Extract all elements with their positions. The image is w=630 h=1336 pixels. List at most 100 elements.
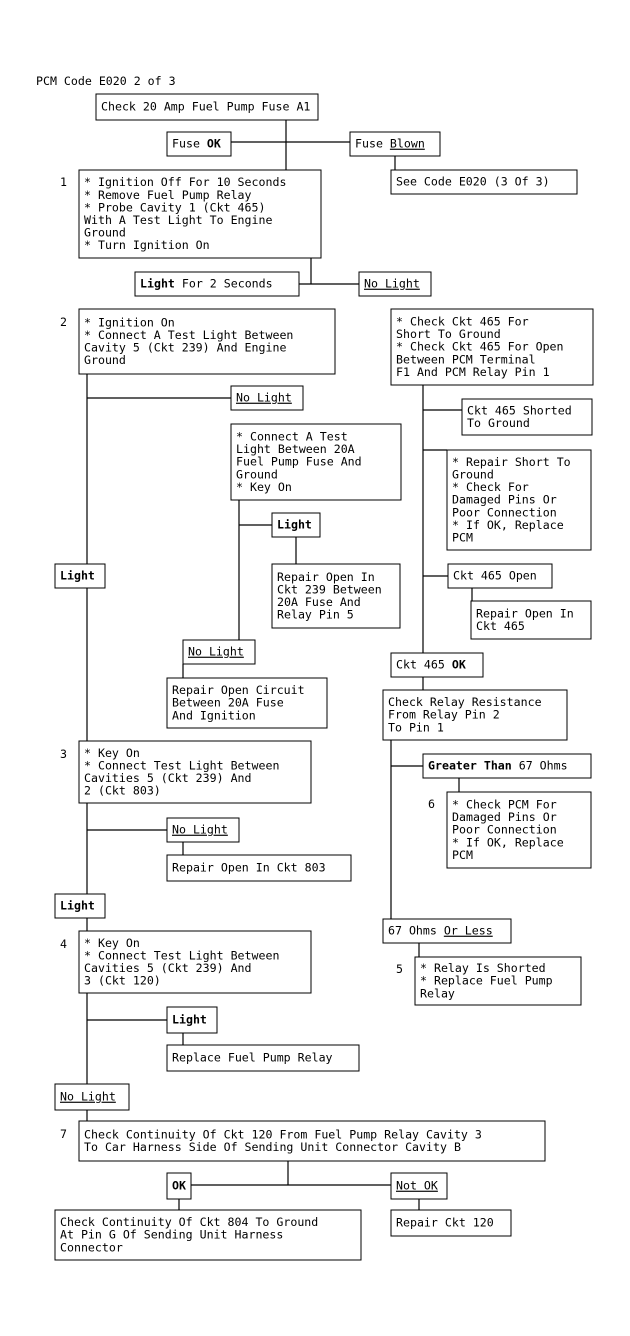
box-text-line: F1 And PCM Relay Pin 1 [396, 365, 550, 379]
box-text-line: Light [60, 569, 95, 583]
box-text-line: Poor Connection [452, 505, 557, 519]
box-greater-67: Greater Than 67 Ohms [422, 753, 592, 779]
box-frame [54, 1083, 130, 1111]
step-number-3: 3 [60, 747, 67, 761]
box-text-line: Ckt 465 Shorted [467, 403, 572, 417]
box-step4: * Key On* Connect Test Light Between Cav… [78, 930, 312, 994]
box-text-line: Replace Fuel Pump Relay [172, 1051, 333, 1065]
box-frame [422, 753, 592, 779]
box-light-c: Light [54, 893, 106, 919]
box-frame [78, 930, 312, 994]
box-text-line: Cavities 5 (Ckt 239) And [84, 961, 252, 975]
box-text-line: * Connect A Test [236, 430, 348, 444]
box-ckt465-open: Ckt 465 Open [447, 563, 553, 589]
box-text-line: OK [172, 1179, 186, 1193]
box-check-804: Check Continuity Of Ckt 804 To GroundAt … [54, 1209, 362, 1261]
box-text-line: * Relay Is Shorted [420, 961, 546, 975]
box-fuse-blown: Fuse Blown [349, 131, 441, 157]
box-frame [166, 131, 232, 157]
box-text-line: Ckt 465 OK [396, 658, 466, 672]
box-check-465: * Check Ckt 465 For Short To Ground* Che… [390, 308, 594, 386]
box-replace-relay: Replace Fuel Pump Relay [166, 1044, 360, 1072]
box-frame [446, 449, 592, 551]
box-text-line: * Probe Cavity 1 (Ckt 465) [84, 200, 265, 214]
box-step1: * Ignition Off For 10 Seconds* Remove Fu… [78, 169, 322, 259]
box-step2: * Ignition On* Connect A Test Light Betw… [78, 308, 336, 375]
box-text-line: Between 20A Fuse [172, 696, 284, 710]
box-text-line: To Ground [467, 416, 530, 430]
box-text-line: Repair Open In Ckt 803 [172, 861, 326, 875]
box-text-line: No Light [60, 1090, 116, 1104]
box-frame [230, 423, 402, 501]
step-number-1: 1 [60, 175, 67, 189]
box-text-line: Fuel Pump Fuse And [236, 455, 362, 469]
box-text-line: Repair Ckt 120 [396, 1216, 494, 1230]
box-no-light-c: No Light [182, 639, 256, 665]
box-no-light-d: No Light [166, 817, 240, 843]
box-text-line: Check Relay Resistance [388, 695, 542, 709]
box-text-line: * Key On [236, 480, 292, 494]
box-frame [382, 918, 512, 944]
box-frame [446, 791, 592, 869]
box-text-line: No Light [172, 823, 228, 837]
step-number-7: 7 [60, 1127, 67, 1141]
box-text-line: * Key On [84, 746, 140, 760]
box-repair-803: Repair Open In Ckt 803 [166, 854, 352, 882]
box-frame [166, 854, 352, 882]
box-text-line: 3 (Ckt 120) [84, 974, 161, 988]
box-text-line: Cavity 5 (Ckt 239) And Engine [84, 341, 286, 355]
box-not-ok: Not OK [390, 1172, 448, 1200]
box-text-line: Ground [84, 353, 126, 367]
box-text-line: Ground [452, 468, 494, 482]
box-text-line: * Check Ckt 465 For [396, 315, 529, 329]
box-text-line: Ckt 239 Between [277, 582, 382, 596]
box-connect-test-light: * Connect A Test Light Between 20A Fuel … [230, 423, 402, 501]
box-ohms-or-less: 67 Ohms Or Less [382, 918, 512, 944]
box-text-line: * If OK, Replace [452, 518, 564, 532]
box-frame [271, 512, 321, 538]
box-step7: Check Continuity Of Ckt 120 From Fuel Pu… [78, 1120, 546, 1162]
box-text-line: Not OK [396, 1179, 438, 1193]
box-text-line: Ckt 465 [476, 619, 525, 633]
box-text-line: * Check Ckt 465 For Open [396, 340, 564, 354]
box-ckt465-ok: Ckt 465 OK [390, 652, 484, 678]
box-text-line: Light [172, 1013, 207, 1027]
box-text-line: * Ignition Off For 10 Seconds [84, 175, 286, 189]
box-frame [382, 689, 568, 741]
box-frame [461, 398, 593, 436]
box-repair-short: * Repair Short To Ground* Check For Dama… [446, 449, 592, 551]
box-text-line: Check 20 Amp Fuel Pump Fuse A1 [101, 100, 310, 114]
box-text-line: Damaged Pins Or [452, 810, 557, 824]
box-text-line: Relay [420, 986, 455, 1000]
box-frame [78, 740, 312, 804]
box-frame [166, 1006, 218, 1034]
box-text-line: * Turn Ignition On [84, 238, 210, 252]
box-frame [414, 956, 582, 1006]
box-text-line: Damaged Pins Or [452, 493, 557, 507]
box-frame [390, 308, 594, 386]
box-frame [470, 600, 592, 640]
box-text-line: With A Test Light To Engine [84, 213, 272, 227]
page-title: PCM Code E020 2 of 3 [36, 74, 176, 88]
box-text-line: To Car Harness Side Of Sending Unit Conn… [84, 1140, 461, 1154]
box-frame [78, 1120, 546, 1162]
box-light-left: Light [54, 563, 106, 589]
box-text-line: PCM [452, 848, 473, 862]
box-text-line: And Ignition [172, 708, 256, 722]
box-text-line: Check Continuity Of Ckt 804 To Ground [60, 1215, 318, 1229]
step-number-5: 5 [396, 962, 403, 976]
box-light-b: Light [271, 512, 321, 538]
box-text-line: Connector [60, 1240, 123, 1254]
box-text-line: Greater Than 67 Ohms [428, 759, 568, 773]
box-text-line: Check Continuity Of Ckt 120 From Fuel Pu… [84, 1127, 482, 1141]
box-light-2s: Light For 2 Seconds [134, 271, 300, 297]
box-frame [390, 652, 484, 678]
box-text-line: No Light [364, 277, 420, 291]
box-check-fuse: Check 20 Amp Fuel Pump Fuse A1 [95, 93, 319, 121]
box-text-line: * Connect Test Light Between [84, 758, 279, 772]
